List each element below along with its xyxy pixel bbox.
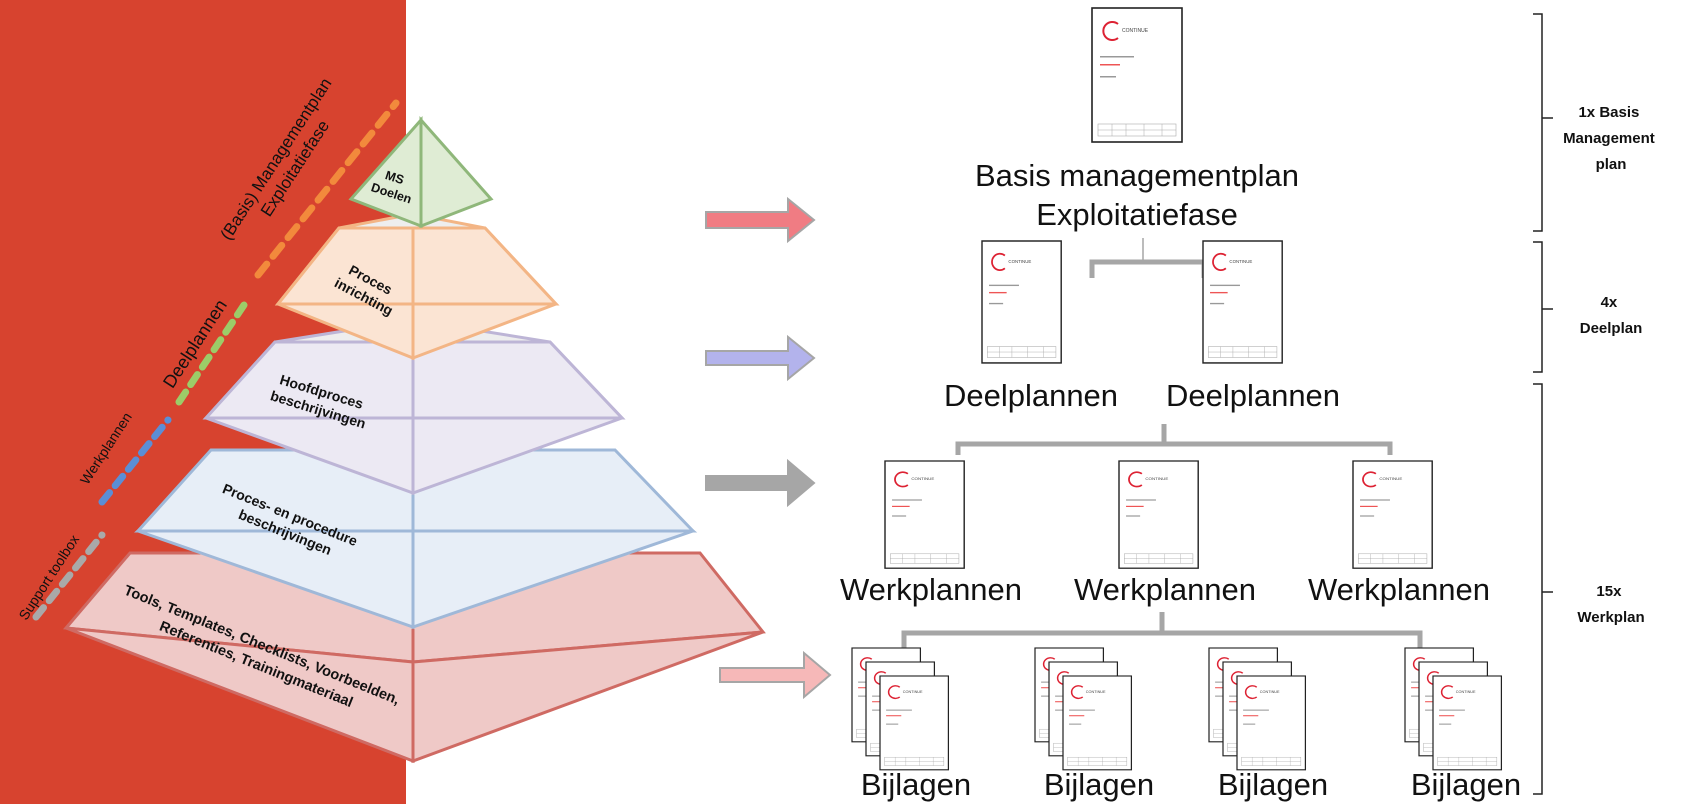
document-stack-bijlagen-1 [851,647,950,771]
bracket-label-werk-2: Werkplan [1577,609,1644,626]
side-label-basis-1: (Basis) Managementplan [217,75,336,244]
caption-deel-1: Deelplannen [944,378,1118,413]
caption-deel-2: Deelplannen [1166,378,1340,413]
caption-bijlagen-1: Bijlagen [861,767,971,802]
pyramid-level-proces [274,212,560,361]
svg-text:1x Basis Management pl: 1x Basis Management plan [1563,104,1659,173]
bracket-label-werk-1: 15x [1596,583,1622,600]
arrow-basis [705,196,816,244]
document-stack-bijlagen-4 [1404,647,1503,771]
document-stack-bijlagen-3 [1208,647,1307,771]
side-label-werkplannen: Werkplannen [77,409,135,487]
level-label-top-1: MS [383,168,405,187]
dashed-line-basis [254,99,400,279]
caption-basis-2: Exploitatiefase [1036,197,1238,232]
dashed-line-support [32,531,106,621]
dashed-line-werkplannen [98,416,172,506]
caption-werk-2: Werkplannen [1074,572,1256,607]
svg-text:(Basis) Managementplan Exp: (Basis) Managementplan Exploitatiefase [217,71,356,255]
caption-bijlagen-4: Bijlagen [1411,767,1521,802]
svg-text:15x Werkplan: 15x Werkplan [1577,583,1644,626]
arrow-werkplannen [705,458,816,508]
bracket-label-basis-2: Management [1563,130,1655,147]
connectors [901,238,1423,648]
caption-werk-1: Werkplannen [840,572,1022,607]
svg-text:4x Deelplan: 4x Deelplan [1580,294,1643,337]
bracket-label-deel-1: 4x [1601,294,1618,311]
brackets [1533,13,1553,795]
document-stack-bijlagen-2 [1034,647,1133,771]
caption-werk-3: Werkplannen [1308,572,1490,607]
bracket-label-deel-2: Deelplan [1580,320,1643,337]
document-werk-1 [884,460,966,570]
bracket-label-basis-1: 1x Basis [1578,104,1639,121]
document-basis [1091,7,1183,143]
pyramid-level-top [348,116,494,229]
caption-bijlagen-3: Bijlagen [1218,767,1328,802]
dashed-line-deelplannen [175,301,248,406]
bracket-label-basis-3: plan [1596,156,1627,173]
caption-basis-1: Basis managementplan [975,158,1299,193]
document-werk-2 [1118,460,1200,570]
pyramid-level-hoofdproces [202,318,626,496]
arrow-deelplannen [705,334,816,382]
document-deel-2 [1202,240,1284,364]
document-werk-3 [1352,460,1434,570]
document-deel-1 [981,240,1063,364]
caption-bijlagen-2: Bijlagen [1044,767,1154,802]
arrow-bijlagen [719,650,832,700]
